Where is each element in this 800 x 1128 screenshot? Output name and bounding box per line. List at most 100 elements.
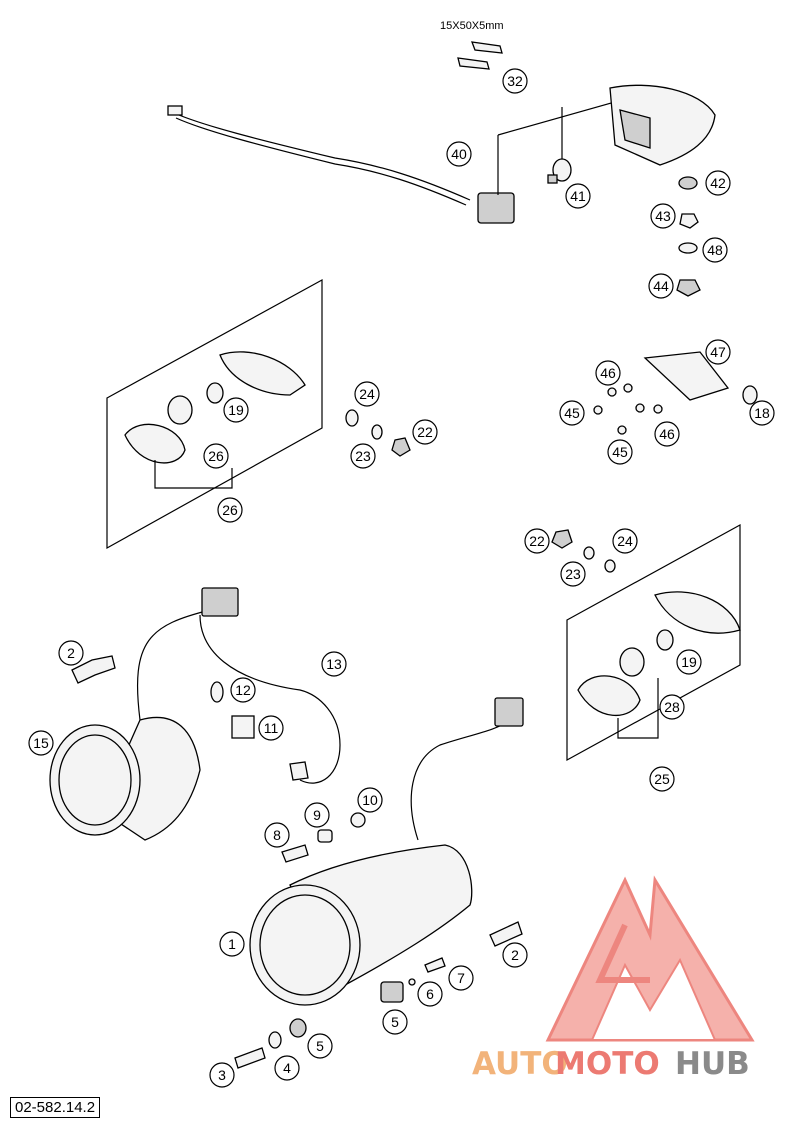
svg-text:5: 5 [316,1038,324,1054]
callout-22-right[interactable]: 22 [524,528,550,554]
callout-11[interactable]: 11 [258,715,284,741]
svg-text:28: 28 [664,699,680,715]
dimension-label: 15X50X5mm [440,20,504,32]
svg-text:12: 12 [235,682,251,698]
washer-part [345,409,616,573]
svg-text:22: 22 [417,424,433,440]
grommet-part [676,176,701,297]
svg-text:43: 43 [655,208,671,224]
callout-4[interactable]: 4 [274,1055,300,1081]
svg-text:48: 48 [707,242,723,258]
callout-15[interactable]: 15 [28,730,54,756]
callout-5-right[interactable]: 5 [382,1009,408,1035]
svg-text:45: 45 [612,444,628,460]
callout-48[interactable]: 48 [702,237,728,263]
adjuster-screw-part [281,812,523,986]
callout-43[interactable]: 43 [650,203,676,229]
callout-25[interactable]: 25 [649,766,675,792]
callout-10[interactable]: 10 [357,787,383,813]
svg-text:47: 47 [710,344,726,360]
callout-6[interactable]: 6 [417,981,443,1007]
callout-2-top[interactable]: 2 [58,640,84,666]
svg-text:25: 25 [654,771,670,787]
svg-text:11: 11 [264,720,279,736]
svg-text:45: 45 [564,405,580,421]
callout-28[interactable]: 28 [659,694,685,720]
callout-9[interactable]: 9 [304,802,330,828]
callout-13[interactable]: 13 [321,651,347,677]
callout-1[interactable]: 1 [219,931,245,957]
watermark-part-auto: AUTO [472,1046,568,1082]
callout-32[interactable]: 32 [502,68,528,94]
callout-group: 32 40 41 42 43 48 44 47 46 45 46 45 18 1… [28,68,775,1088]
foam-pad-part [457,41,503,70]
callout-5-left[interactable]: 5 [307,1033,333,1059]
svg-text:24: 24 [359,386,375,402]
svg-text:19: 19 [681,654,697,670]
svg-text:18: 18 [754,405,770,421]
callout-44[interactable]: 44 [648,273,674,299]
callout-19-left[interactable]: 19 [223,397,249,423]
svg-text:42: 42 [710,175,726,191]
svg-text:7: 7 [457,970,465,986]
svg-text:6: 6 [426,986,434,1002]
callout-7[interactable]: 7 [448,965,474,991]
svg-text:46: 46 [659,426,675,442]
callout-42[interactable]: 42 [705,170,731,196]
svg-text:4: 4 [283,1060,291,1076]
svg-text:8: 8 [273,827,281,843]
svg-text:5: 5 [391,1014,399,1030]
svg-text:24: 24 [617,533,633,549]
svg-text:46: 46 [600,365,616,381]
svg-text:40: 40 [451,146,467,162]
watermark-part-moto: MOTO [555,1046,660,1082]
drawing-code: 02-582.14.2 [10,1097,101,1118]
callout-22-left[interactable]: 22 [412,419,438,445]
callout-12[interactable]: 12 [230,677,256,703]
callout-23-left[interactable]: 23 [350,443,376,469]
callout-41[interactable]: 41 [565,183,591,209]
svg-text:19: 19 [228,402,244,418]
svg-text:32: 32 [507,73,523,89]
callout-45-left[interactable]: 45 [559,400,585,426]
callout-18[interactable]: 18 [749,400,775,426]
callout-19-right[interactable]: 19 [676,649,702,675]
headlight-1-part [249,697,524,1006]
tail-light-housing-part [609,84,716,166]
bolt-part [234,1018,307,1069]
automotohub-logo [545,875,755,1042]
callout-26-inner[interactable]: 26 [203,443,229,469]
svg-text:3: 3 [218,1067,226,1083]
svg-text:1: 1 [228,936,236,952]
number-plate-light-part [593,351,758,435]
bulb-part [547,158,572,184]
callout-46-bottom[interactable]: 46 [654,421,680,447]
svg-text:26: 26 [208,448,224,464]
callout-23-right[interactable]: 23 [560,561,586,587]
callout-8[interactable]: 8 [264,822,290,848]
headlight-bulb-part [71,655,116,684]
svg-text:23: 23 [565,566,581,582]
svg-text:2: 2 [67,645,75,661]
callout-2-bottom[interactable]: 2 [502,942,528,968]
headlight-15-part [49,587,341,841]
indicator-group-26 [106,278,323,550]
svg-text:10: 10 [362,792,378,808]
svg-text:41: 41 [570,188,586,204]
callout-24-left[interactable]: 24 [354,381,380,407]
svg-text:23: 23 [355,448,371,464]
callout-47[interactable]: 47 [705,339,731,365]
callout-46-top[interactable]: 46 [595,360,621,386]
callout-40[interactable]: 40 [446,141,472,167]
callout-24-right[interactable]: 24 [612,528,638,554]
svg-text:9: 9 [313,807,321,823]
indicator-group-25 [566,523,741,762]
callout-26-outer[interactable]: 26 [217,497,243,523]
svg-text:44: 44 [653,278,669,294]
watermark-part-hub: HUB [675,1046,750,1082]
svg-text:13: 13 [326,656,342,672]
svg-text:26: 26 [222,502,238,518]
callout-45-bottom[interactable]: 45 [607,439,633,465]
callout-3[interactable]: 3 [209,1062,235,1088]
